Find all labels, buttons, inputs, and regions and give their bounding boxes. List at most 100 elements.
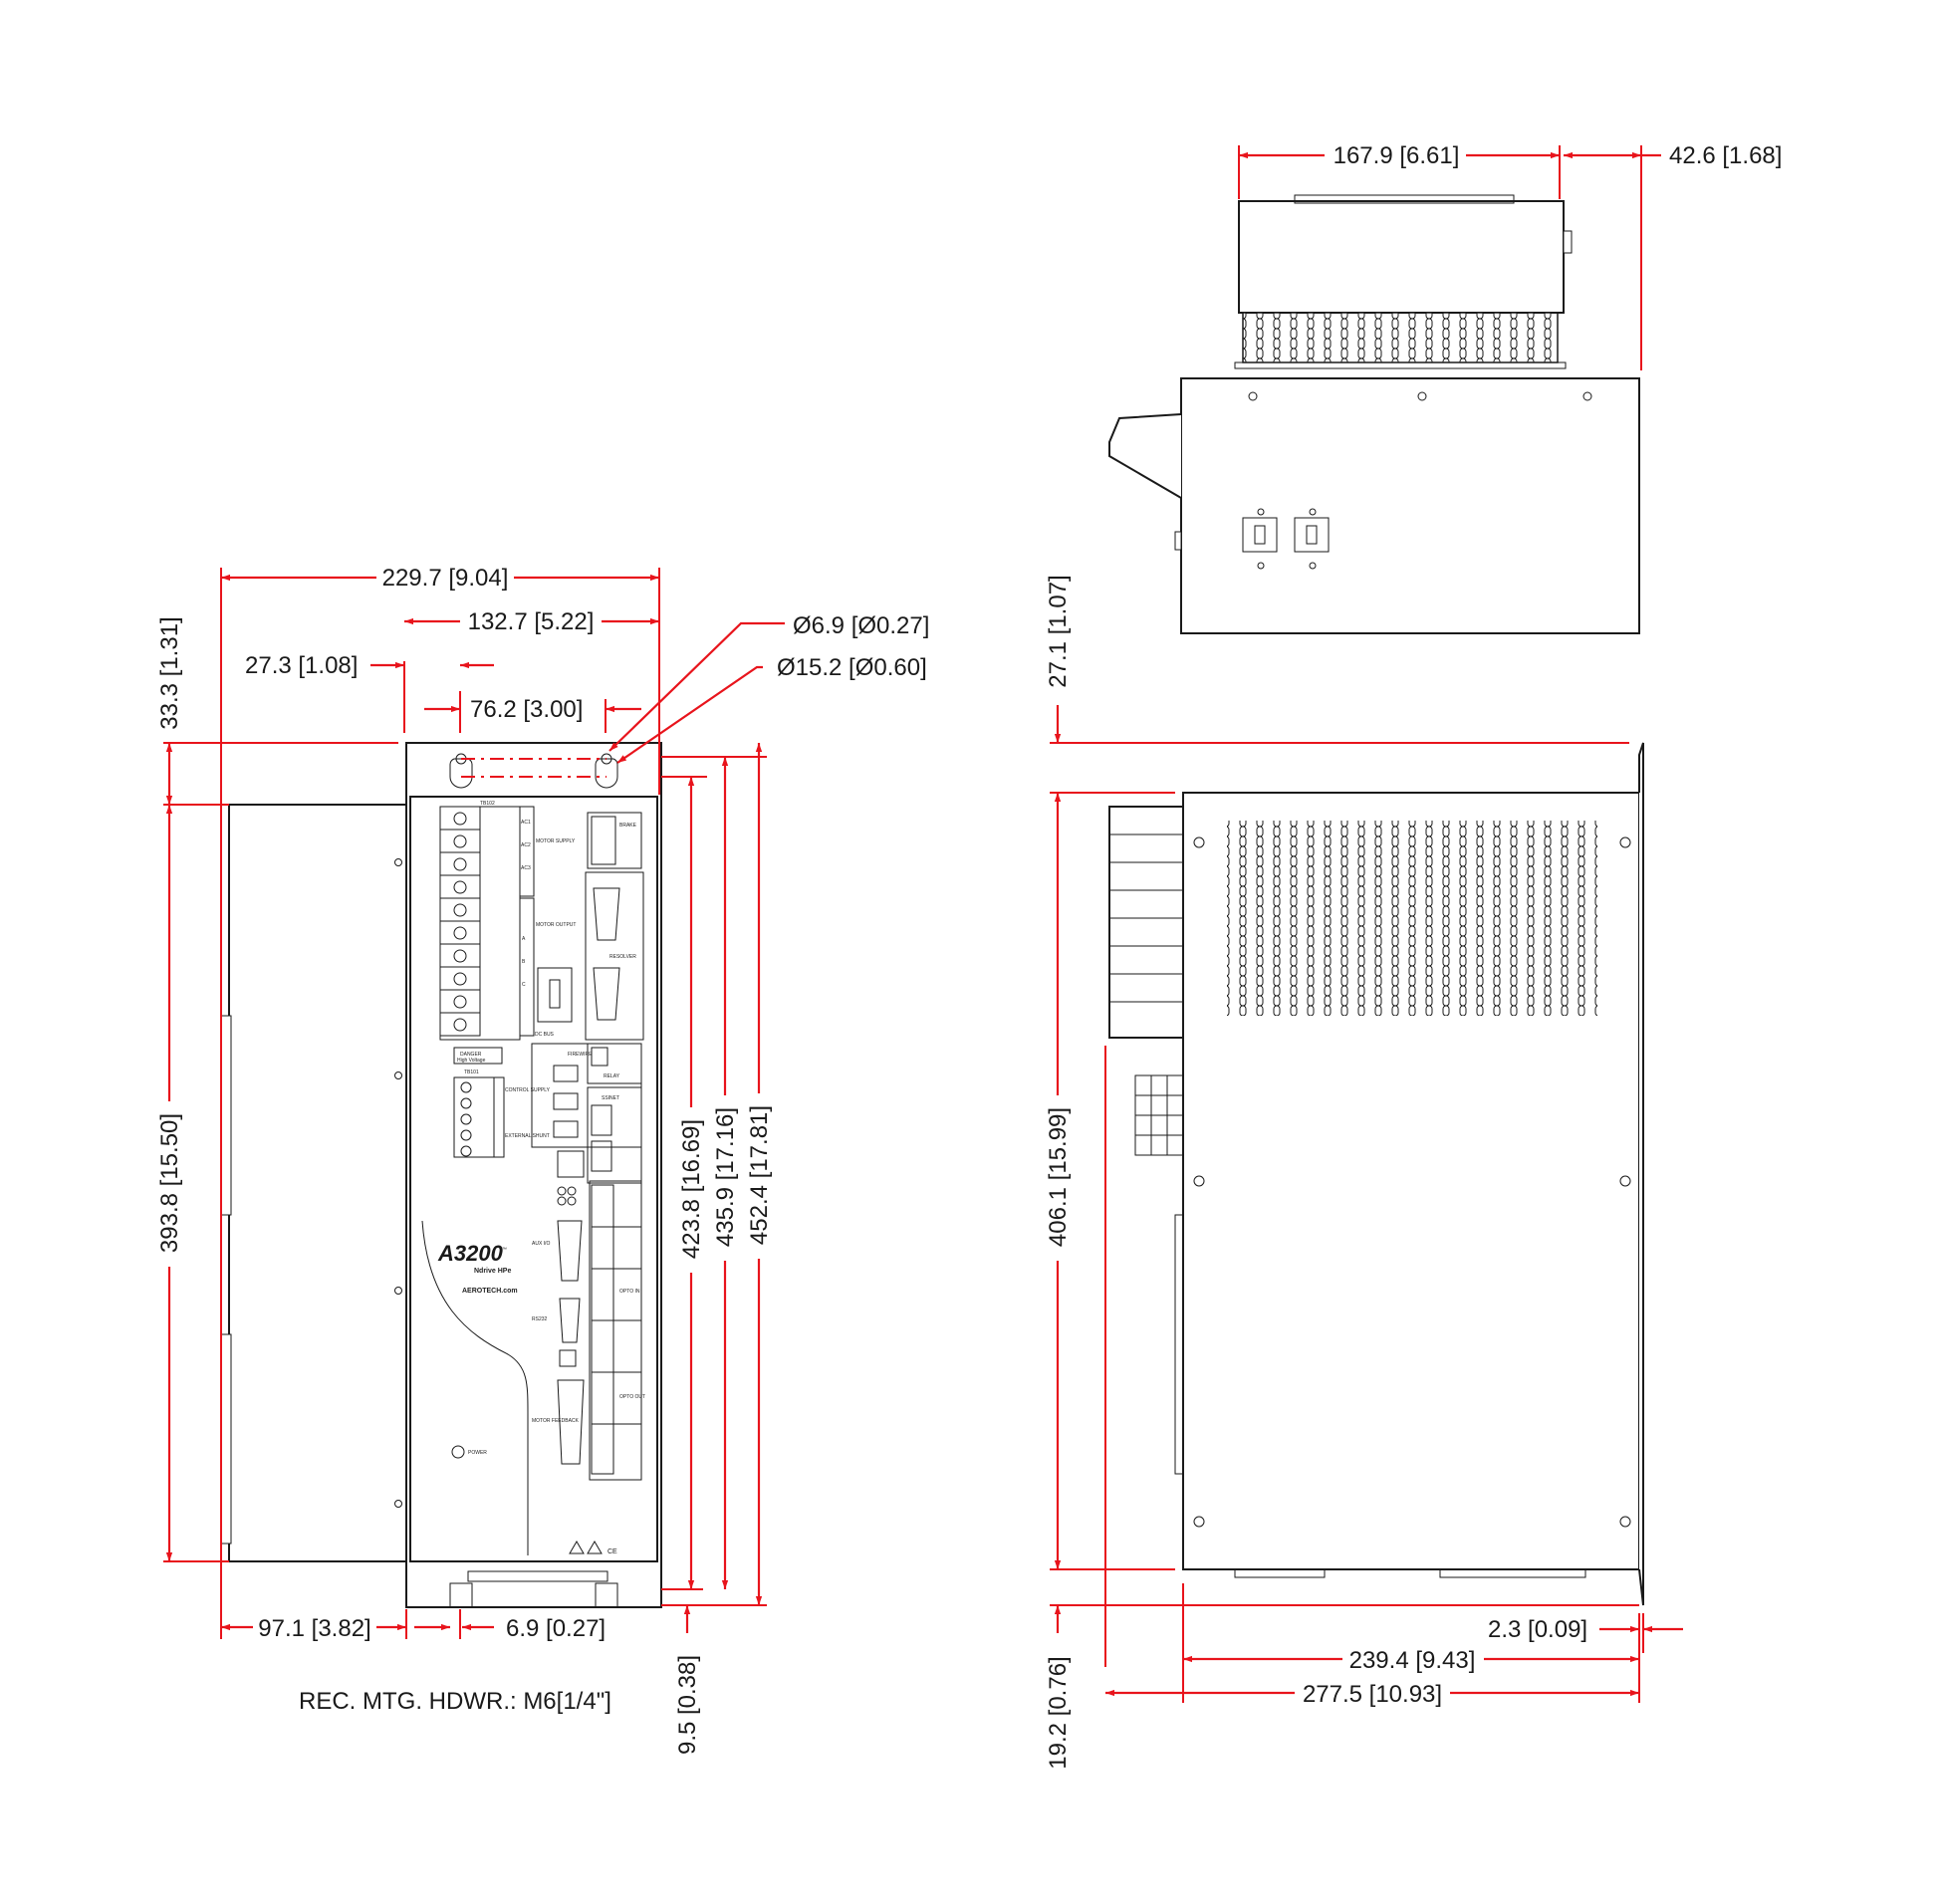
side-screw [1193, 1175, 1205, 1187]
relay-module [587, 1043, 642, 1084]
front-side-clip-top [220, 1015, 232, 1216]
front-dimensions: 229.7 [9.04] 132.7 [5.22] 27.3 [1.08] 76… [153, 564, 929, 1755]
firewire-port [553, 1120, 579, 1138]
side-heatsink-fins [1108, 806, 1184, 1039]
dim-side-192: 19.2 [0.76] [1045, 1656, 1072, 1769]
dsub-connector [593, 887, 620, 941]
status-led [557, 1196, 567, 1206]
ssinet-module [587, 1086, 642, 1184]
top-port [1242, 517, 1278, 553]
label-phase-b: B [522, 959, 526, 965]
label-ac3: AC3 [521, 865, 531, 871]
label-high-voltage: High Voltage [457, 1058, 486, 1064]
status-led [567, 1196, 577, 1206]
side-foot [1439, 1568, 1586, 1578]
resolver-module [585, 871, 644, 1041]
danger-label [453, 1047, 503, 1065]
control-supply-terminal [453, 1076, 505, 1158]
front-side-screw [394, 1287, 402, 1295]
top-heatsink-box [1238, 200, 1565, 314]
dim-bottom-95: 9.5 [0.38] [674, 1655, 701, 1755]
ssinet-port [591, 1104, 612, 1136]
dim-top-1679: 167.9 [6.61] [1334, 142, 1460, 169]
power-led [451, 1445, 465, 1459]
top-bracket [1108, 413, 1182, 499]
dim-hole-small: Ø6.9 [Ø0.27] [793, 612, 929, 639]
logo-trademark: ™ [502, 1247, 507, 1253]
front-side-screw [394, 1071, 402, 1079]
side-screw [1193, 1516, 1205, 1528]
label-brake: BRAKE [619, 823, 637, 829]
label-ac2: AC2 [521, 842, 531, 848]
status-led [557, 1186, 567, 1196]
warning-icon [569, 1541, 603, 1554]
side-view [1108, 742, 1644, 1606]
small-connector [559, 1349, 577, 1367]
brake-connector [587, 812, 642, 869]
top-tab [1563, 230, 1573, 254]
top-connector [1294, 194, 1515, 204]
label-resolver: RESOLVER [609, 954, 636, 960]
label-tb102: TB102 [480, 801, 495, 807]
logo-a3200: A3200 [437, 1241, 504, 1266]
side-screw [1619, 1516, 1631, 1528]
label-ssinet: SSINET [602, 1095, 619, 1101]
side-dimensions: 27.1 [1.07] 406.1 [15.99] 19.2 [0.76] 2.… [1042, 575, 1683, 1770]
label-motor-supply: MOTOR SUPPLY [536, 838, 576, 844]
front-side-clip-bottom [220, 1333, 232, 1545]
rs232-dsub [559, 1298, 581, 1343]
dim-side-2394: 239.4 [9.43] [1349, 1647, 1476, 1674]
panel-swoosh [421, 1220, 529, 1555]
dim-side-271: 27.1 [1.07] [1045, 575, 1072, 687]
mounting-hardware-note: REC. MTG. HDWR.: M6[1/4"] [299, 1688, 611, 1715]
firewire-port [553, 1065, 579, 1082]
label-opto-out: OPTO OUT [619, 1394, 645, 1400]
label-ac1: AC1 [521, 820, 531, 826]
label-dc-bus: DC BUS [535, 1032, 555, 1038]
dim-bottom-97: 97.1 [3.82] [258, 1615, 370, 1642]
label-external-shunt: EXTERNAL SHUNT [505, 1133, 550, 1139]
model-name: Ndrive HPe [474, 1268, 511, 1275]
ethernet-port [557, 1150, 585, 1178]
side-edge-connectors [1174, 1214, 1184, 1475]
top-view [1108, 194, 1640, 634]
front-side-screw [394, 1500, 402, 1508]
top-screw [1582, 391, 1592, 401]
top-screw [1248, 391, 1258, 401]
front-side-screw [394, 858, 402, 866]
label-motor-output: MOTOR OUTPUT [536, 922, 576, 928]
bottom-slot-right [595, 1582, 618, 1608]
firewire-port [553, 1092, 579, 1110]
opto-io-block [589, 1180, 642, 1481]
side-foot [1234, 1568, 1326, 1578]
motor-supply-terminal [439, 806, 535, 1041]
dim-top-flange: 33.3 [1.31] [156, 616, 183, 729]
label-relay: RELAY [604, 1073, 620, 1079]
label-motor-feedback: MOTOR FEEDBACK [532, 1418, 580, 1424]
ce-mark-icon: CE [607, 1548, 617, 1555]
label-tb101: TB101 [464, 1070, 479, 1075]
dim-side-4061: 406.1 [15.99] [1045, 1107, 1072, 1247]
top-body [1180, 377, 1640, 634]
front-view: TB102 AC1 AC2 AC3 MOTOR SUPPLY MOTOR OUT… [220, 742, 662, 1608]
aux-io-dsub [557, 1220, 583, 1282]
top-fins [1242, 312, 1559, 363]
label-danger: DANGER [460, 1052, 482, 1058]
dim-h435: 435.9 [17.16] [712, 1107, 739, 1247]
label-rs232: RS232 [532, 1316, 548, 1322]
top-port [1294, 517, 1330, 553]
dim-body-height: 393.8 [15.50] [156, 1113, 183, 1253]
dim-hole-large: Ø15.2 [Ø0.60] [777, 654, 927, 681]
label-phase-c: C [522, 982, 526, 988]
label-phase-a: A [522, 936, 526, 942]
dim-left-offset: 27.3 [1.08] [245, 652, 358, 679]
side-screw [1619, 836, 1631, 848]
bottom-connector [467, 1570, 608, 1582]
side-vents [1227, 821, 1597, 1016]
dim-h452: 452.4 [17.81] [746, 1105, 773, 1245]
website: AEROTECH.com [462, 1288, 518, 1295]
ssinet-port [591, 1140, 612, 1172]
dim-top-426: 42.6 [1.68] [1669, 142, 1782, 169]
dim-side-23: 2.3 [0.09] [1488, 1616, 1587, 1643]
